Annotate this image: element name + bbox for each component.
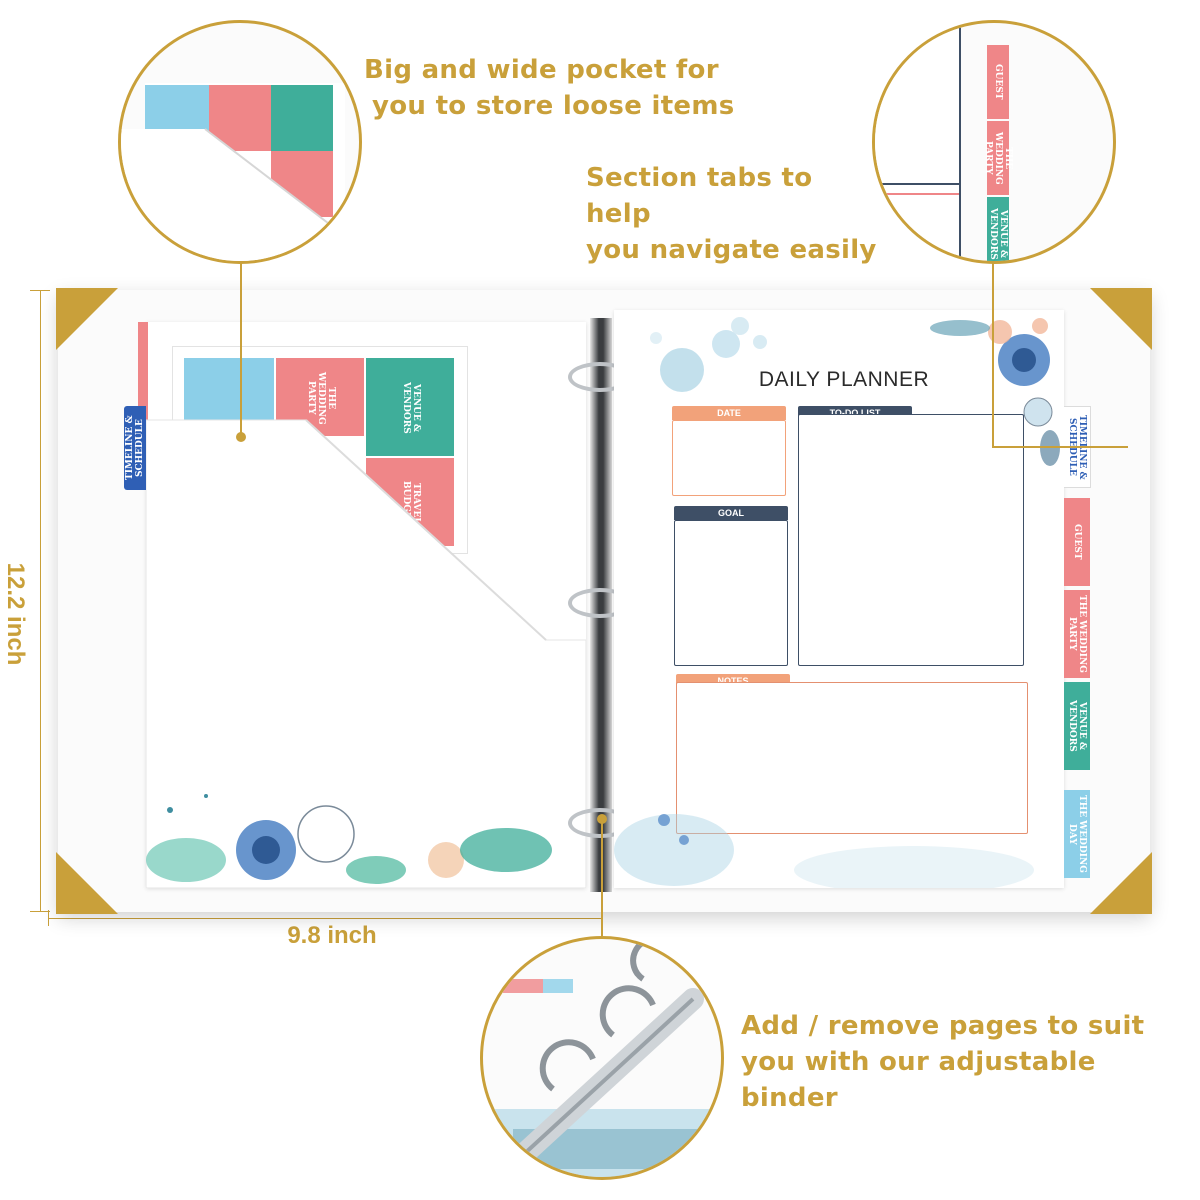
sticker-venue: VENUE & VENDORS: [365, 357, 455, 457]
wedding-day-tab[interactable]: THE WEDDING DAY: [1064, 790, 1090, 878]
tabs-zoom-page: [875, 23, 961, 261]
tabs-connector-line-horizontal: [992, 446, 1128, 448]
tabs-zoom-wedding-party-label: THE WEDDING PARTY: [983, 131, 1013, 185]
timeline-tab-left-label: TIMELINE & SCHEDULE: [125, 415, 145, 481]
date-header: DATE: [672, 406, 786, 420]
tabs-zoom-page-line-2: [875, 193, 959, 195]
binder-callout-line-1: Add / remove pages to suit: [741, 1011, 1145, 1041]
todo-box[interactable]: [798, 414, 1024, 666]
pocket-callout-line-1: Big and wide pocket for: [364, 55, 719, 85]
pocket-zoom-sticker-teal: [271, 85, 333, 151]
floral-decoration-left: [146, 794, 552, 884]
sticker-budget-label: TRAVEL BUDGET: [401, 480, 421, 526]
height-dimension-label: 12.2 inch: [2, 562, 29, 666]
tabs-callout-line-1: Section tabs to help: [586, 163, 813, 229]
binder-connector-dot: [597, 814, 607, 824]
height-dimension-line: [40, 290, 41, 912]
corner-protector-top-right: [1090, 288, 1152, 350]
corner-protector-bottom-right: [1090, 852, 1152, 914]
width-dimension-tick-left: [48, 910, 49, 926]
pocket-flap: [146, 419, 586, 888]
binder-zoom-illustration: [483, 939, 721, 1177]
goal-box[interactable]: [674, 520, 788, 666]
tabs-zoom-page-line: [875, 183, 959, 185]
wedding-party-tab[interactable]: THE WEDDING PARTY: [1064, 590, 1090, 678]
pocket-callout-line-2: you to store loose items: [372, 91, 735, 121]
timeline-tab-left[interactable]: TIMELINE & SCHEDULE: [124, 406, 146, 490]
watercolor-bubbles: [650, 317, 767, 392]
tabs-callout-line-2: you navigate easily: [586, 235, 877, 265]
notes-box[interactable]: [676, 682, 1028, 834]
pocket-callout: Big and wide pocket for you to store loo…: [364, 52, 744, 124]
width-dimension-line: [48, 918, 602, 919]
floral-decoration-top-right: [930, 318, 1060, 466]
height-dimension-tick-top: [30, 290, 50, 291]
planner-title: DAILY PLANNER: [758, 368, 930, 391]
guest-tab-label: GUEST: [1072, 524, 1082, 560]
pocket-connector-dot: [236, 432, 246, 442]
tabs-zoom-venue-tab: VENUE & VENDORS: [987, 197, 1009, 261]
venue-tab[interactable]: VENUE & VENDORS: [1064, 682, 1090, 770]
binder-callout-line-2: you with our adjustable binder: [741, 1047, 1096, 1113]
venue-tab-label: VENUE & VENDORS: [1067, 700, 1087, 752]
guest-tab[interactable]: GUEST: [1064, 498, 1090, 586]
goal-header: GOAL: [674, 506, 788, 520]
tabs-callout: Section tabs to help you navigate easily: [586, 160, 886, 268]
height-dimension-tick-bottom: [30, 911, 50, 912]
tabs-zoom-wedding-party-tab: THE WEDDING PARTY: [983, 121, 1013, 195]
left-pink-tab-edge: [138, 322, 148, 422]
sticker-wedding-party-label: THE WEDDING PARTY: [306, 371, 336, 425]
corner-protector-bottom-left: [56, 852, 118, 914]
tabs-zoom-guest-tab: GUEST: [987, 45, 1009, 119]
tabs-connector-line-vertical: [992, 262, 994, 448]
tabs-zoom-guest-label: GUEST: [993, 64, 1003, 100]
binder-zoom-circle: [480, 936, 724, 1180]
binder-connector-line: [601, 818, 603, 936]
pocket-zoom-flap: [121, 128, 359, 261]
width-dimension-label: 9.8 inch: [287, 922, 377, 949]
wedding-party-tab-label: THE WEDDING PARTY: [1067, 595, 1087, 673]
pocket-connector-line: [240, 262, 242, 434]
sticker-venue-label: VENUE & VENDORS: [401, 382, 421, 434]
tabs-zoom-venue-label: VENUE & VENDORS: [988, 208, 1008, 260]
corner-protector-top-left: [56, 288, 118, 350]
binder-callout: Add / remove pages to suit you with our …: [741, 1008, 1191, 1116]
watercolor-bottom-right: [614, 814, 1034, 888]
tabs-zoom-circle: GUEST THE WEDDING PARTY VENUE & VENDORS: [872, 20, 1116, 264]
date-box[interactable]: [672, 420, 786, 496]
pocket-zoom-sticker-blue: [145, 85, 209, 133]
wedding-day-tab-label: THE WEDDING DAY: [1067, 795, 1087, 873]
pocket-zoom-circle: [118, 20, 362, 264]
